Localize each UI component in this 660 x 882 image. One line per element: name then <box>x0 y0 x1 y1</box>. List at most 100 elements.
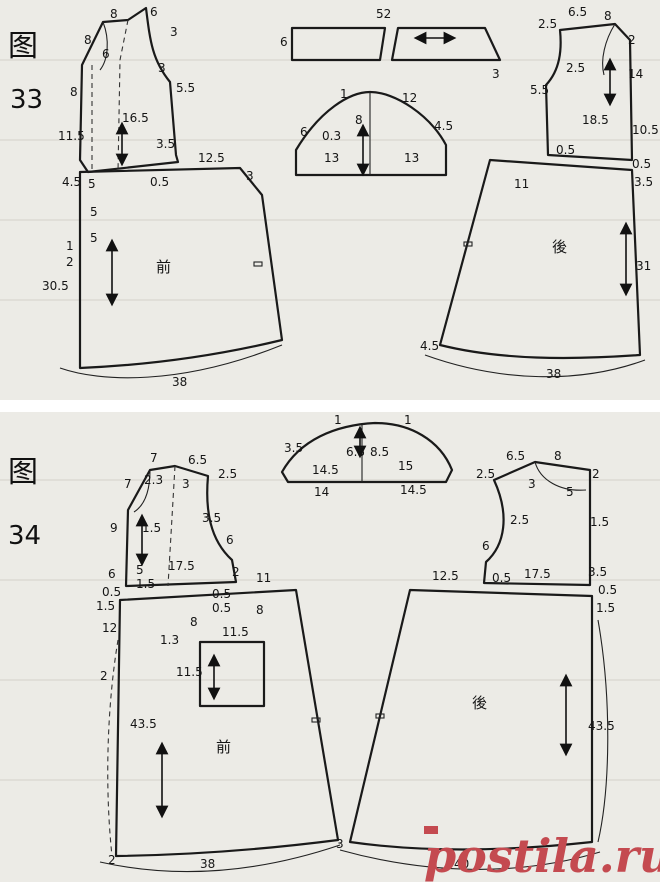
front-side-34-guide <box>107 639 119 857</box>
measure-label: 6.5 <box>346 445 365 459</box>
back-side-34-guide <box>597 619 609 843</box>
back-skirt-34-label: 後 <box>472 694 487 712</box>
measure-label: 7 <box>124 477 132 491</box>
measure-label: 1.5 <box>590 515 609 529</box>
measure-label: 2 <box>628 33 636 47</box>
background-grid <box>0 59 660 781</box>
measure-label: 0.5 <box>556 143 575 157</box>
measure-label: 5.5 <box>530 83 549 97</box>
front-hem-guide <box>59 344 283 379</box>
measure-label: 43.5 <box>130 717 157 731</box>
measure-label: 1 <box>66 239 74 253</box>
watermark: postila.ru <box>424 826 660 882</box>
figure-33-panel <box>0 0 660 400</box>
measure-label: 30.5 <box>42 279 69 293</box>
measure-label: 0.5 <box>598 583 617 597</box>
measure-label: 14.5 <box>312 463 339 477</box>
measure-label: 8 <box>604 9 612 23</box>
measure-label: 14 <box>314 485 329 499</box>
front-bodice-outline <box>78 6 180 174</box>
sleeve-34-outline <box>280 421 454 484</box>
panel-divider <box>0 400 660 412</box>
measure-label: 3 <box>182 477 190 491</box>
measure-label: 3 <box>336 837 344 851</box>
measure-label: 6 <box>482 539 490 553</box>
back-bodice-34-outline <box>482 460 592 587</box>
measure-label: 2 <box>592 467 600 481</box>
measure-label: 12.5 <box>432 569 459 583</box>
measure-label: 12 <box>102 621 117 635</box>
measure-label: 1 <box>340 87 348 101</box>
figure-34-measurements: 1 1 3.5 6.5 8.5 14.5 15 14 14.5 7 6.5 2.… <box>96 413 617 871</box>
measure-label: 11.5 <box>176 665 203 679</box>
measure-label: 6 <box>108 567 116 581</box>
measure-label: 0.3 <box>322 129 341 143</box>
measure-label: 1.3 <box>160 633 179 647</box>
back-neckline <box>602 23 616 76</box>
back-side-notch <box>463 241 473 247</box>
measure-label: 8 <box>84 33 92 47</box>
front-skirt-34-label: 前 <box>216 738 231 756</box>
figure-33-title: 图 <box>8 29 38 64</box>
measure-label: 3 <box>158 61 166 75</box>
measure-label: 8 <box>70 85 78 99</box>
measure-label: 8 <box>110 7 118 21</box>
measure-label: 6.5 <box>568 5 587 19</box>
measure-label: 40 <box>454 857 469 871</box>
measure-label: 6.5 <box>188 453 207 467</box>
measure-label: 17.5 <box>524 567 551 581</box>
front-skirt-outline <box>78 166 284 370</box>
measure-label: 31 <box>636 259 651 273</box>
measure-label: 1.5 <box>96 599 115 613</box>
measure-label: 2 <box>232 565 240 579</box>
measure-label: 4.5 <box>434 119 453 133</box>
front-side-34-notch <box>311 717 321 723</box>
front-neckline-34 <box>133 469 151 513</box>
front-bodice-34-outline <box>124 464 238 588</box>
measure-label: 2.3 <box>144 473 163 487</box>
figure-34-number: 34 <box>8 521 41 551</box>
measure-label: 3.5 <box>588 565 607 579</box>
measure-label: 16.5 <box>122 111 149 125</box>
measure-label: 5 <box>566 485 574 499</box>
front-dart-34 <box>167 465 176 587</box>
measure-label: 6.5 <box>506 449 525 463</box>
measure-label: 9 <box>110 521 118 535</box>
pocket-outline <box>198 640 266 708</box>
measure-label: 0.5 <box>492 571 511 585</box>
measure-label: 15 <box>398 459 413 473</box>
measure-label: 1 <box>404 413 412 427</box>
measure-label: 3.5 <box>156 137 175 151</box>
measure-label: 8 <box>554 449 562 463</box>
measure-label: 0.5 <box>102 585 121 599</box>
back-bodice-outline <box>544 22 634 162</box>
figure-33: 图 33 前 <box>8 5 659 389</box>
measure-label: 4.5 <box>420 339 439 353</box>
measure-label: 8 <box>355 113 363 127</box>
measure-label: 18.5 <box>582 113 609 127</box>
measure-label: 8 <box>256 603 264 617</box>
measure-label: 2.5 <box>538 17 557 31</box>
measure-label: 17.5 <box>168 559 195 573</box>
measure-label: 3 <box>170 25 178 39</box>
measure-label: 5 <box>88 177 96 191</box>
back-hem-34-guide <box>339 849 601 870</box>
measure-label: 3 <box>492 67 500 81</box>
figure-33-number: 33 <box>10 85 43 115</box>
measure-label: 0.5 <box>150 175 169 189</box>
measure-label: 13 <box>324 151 339 165</box>
measure-label: 14 <box>628 67 643 81</box>
measure-label: 3.5 <box>284 441 303 455</box>
measure-label: 6 <box>300 125 308 139</box>
measure-label: 5 <box>90 205 98 219</box>
measure-label: 8 <box>190 615 198 629</box>
back-side-34-notch <box>375 713 385 719</box>
measure-label: 1.5 <box>136 577 155 591</box>
measure-label: 2 <box>108 853 116 867</box>
measure-label: 6 <box>280 35 288 49</box>
side-notch <box>253 261 263 267</box>
measure-label: 2.5 <box>566 61 585 75</box>
measure-label: 6 <box>102 47 110 61</box>
